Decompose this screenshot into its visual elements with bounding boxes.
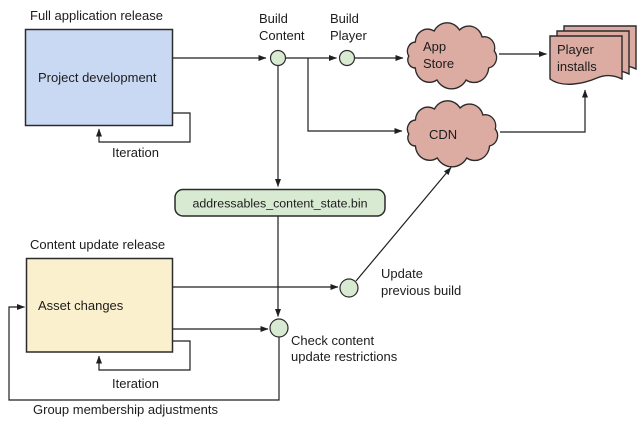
asset-changes-box [25, 257, 174, 353]
cdn-cloud [406, 100, 499, 168]
player-installs-label-line2: installs [557, 59, 597, 74]
check-restrictions-label-line2: update restrictions [291, 349, 398, 364]
build-player-node [338, 49, 356, 67]
iteration-label-bottom: Iteration [112, 376, 159, 391]
app-store-cloud-shape [406, 22, 498, 90]
state-file-label: addressables_content_state.bin [193, 197, 368, 211]
iteration-label-top: Iteration [112, 145, 159, 160]
player-installs-sheet-front [549, 35, 623, 85]
check-restrictions-node [269, 318, 289, 338]
update-previous-build-label-line1: Update [381, 266, 423, 281]
content-update-release-label: Content update release [30, 237, 165, 252]
build-content-label-line1: Build [259, 11, 288, 26]
group-membership-loop [8, 304, 280, 401]
app-store-label-line2: Store [423, 56, 454, 71]
app-store-label-line1: App [423, 39, 446, 54]
arrow-update-node-to-cdn [355, 167, 452, 282]
build-player-label-line2: Player [330, 28, 368, 43]
check-restrictions-label-line1: Check content [291, 333, 374, 348]
cdn-label: CDN [429, 127, 457, 142]
cdn-cloud-shape [406, 100, 499, 168]
project-development-box [24, 28, 174, 127]
iteration-loop-top [96, 112, 191, 143]
asset-changes-label: Asset changes [38, 298, 124, 313]
build-content-node [269, 49, 287, 67]
state-file-box [174, 188, 386, 217]
app-store-cloud [406, 22, 498, 90]
build-player-label-line1: Build [330, 11, 359, 26]
group-membership-label: Group membership adjustments [33, 402, 218, 417]
iteration-loop-bottom [96, 340, 191, 371]
player-installs-label-line1: Player [557, 42, 595, 57]
project-development-label: Project development [38, 70, 157, 85]
update-previous-build-label-line2: previous build [381, 283, 461, 298]
arrow-junction-to-cdn [307, 58, 403, 134]
arrow-cdn-to-player-installs [500, 89, 588, 133]
full-application-release-label: Full application release [30, 8, 163, 23]
player-installs-stack [549, 25, 637, 85]
update-previous-build-node [339, 278, 359, 298]
build-content-label-line2: Content [259, 28, 305, 43]
